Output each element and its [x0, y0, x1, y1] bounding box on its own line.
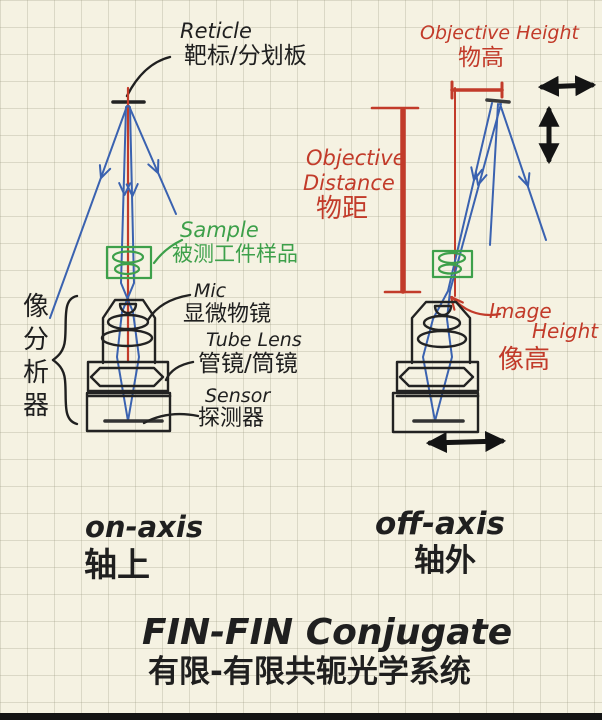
microscope-body-offaxis — [391, 300, 480, 434]
image-height-label-zh: 像高 — [498, 345, 551, 375]
on-axis-system — [49, 55, 200, 433]
reticle-label-en: Reticle — [180, 19, 252, 43]
ray-arrowhead — [98, 164, 112, 179]
objective-lens-1 — [422, 314, 462, 332]
sample-box-offaxis — [431, 249, 474, 279]
ray-arrowhead — [470, 166, 483, 181]
sensor-label-en: Sensor — [205, 385, 271, 407]
on-axis-caption-zh: 轴上 — [84, 545, 150, 584]
microscope-body — [85, 293, 200, 433]
ray-fan — [49, 105, 177, 422]
tube-lens-label-en: Tube Lens — [206, 329, 302, 351]
sample-lens-top — [111, 250, 145, 264]
mic-label-en: Mic — [194, 280, 227, 302]
reticle-leader-line — [125, 55, 172, 98]
red-dimension-marks — [370, 80, 504, 317]
tube-lens-label-zh: 管镜/筒镜 — [198, 351, 298, 377]
reticle-object-offaxis — [485, 98, 511, 104]
page-bottom-edge — [0, 713, 602, 720]
ray-arrowhead — [474, 171, 488, 186]
off-axis-system — [370, 75, 597, 454]
sample-outline — [431, 249, 474, 279]
ray-fan-offaxis — [422, 102, 547, 422]
ray-outer-right — [128, 105, 177, 215]
ray-inner-right — [116, 106, 135, 422]
sensor-housing — [85, 391, 172, 433]
mic-label-zh: 显微物镜 — [183, 302, 272, 327]
objective-housing — [101, 298, 157, 365]
ray-right-stub — [499, 103, 547, 241]
sensor-housing — [391, 391, 480, 434]
sample-lens-bottom — [113, 262, 141, 276]
ray-arrowhead — [518, 172, 531, 187]
tube-lens-housing — [395, 360, 480, 393]
sample-lens-top — [437, 251, 467, 265]
image-height-label-en-2: Height — [532, 319, 599, 343]
objective-lens-2 — [100, 328, 154, 348]
on-axis-caption-en: on-axis — [85, 510, 204, 544]
tube-lens-leader-line — [164, 360, 195, 382]
image-analyzer-char-2: 分 — [22, 325, 49, 355]
sample-label-en: Sample — [180, 218, 259, 242]
image-height-label-en-1: Image — [489, 299, 552, 323]
image-analyzer-brace — [51, 294, 79, 426]
stage-shift-arrow-icon — [425, 430, 507, 454]
image-analyzer-vertical-label: 像 分 析 器 — [16, 291, 56, 423]
off-axis-caption-zh: 轴外 — [414, 543, 476, 579]
objective-front-lens — [118, 302, 138, 315]
ray-outer-left — [49, 105, 128, 319]
sample-lens-bottom — [437, 263, 463, 275]
objective-height-label-zh: 物高 — [458, 45, 504, 71]
ray-arrowhead — [147, 159, 160, 174]
image-height-arrowhead — [449, 295, 464, 311]
mic-leader-line — [146, 293, 192, 322]
image-analyzer-char-4: 器 — [22, 391, 49, 421]
ray-chief-left — [422, 102, 493, 422]
page-title-zh: 有限-有限共轭光学系统 — [148, 654, 471, 690]
objective-lens-2 — [416, 329, 468, 349]
ray-arrowhead — [125, 183, 139, 197]
objective-housing — [410, 300, 472, 365]
horizontal-shift-arrow-icon — [537, 75, 597, 97]
sample-outline — [105, 245, 153, 280]
image-analyzer-char-3: 析 — [22, 358, 49, 388]
tube-lens-element — [398, 366, 475, 388]
reticle-label-zh: 靶标/分划板 — [184, 43, 307, 69]
sensor-label-zh: 探测器 — [198, 406, 265, 431]
ray-middle — [489, 103, 499, 246]
tube-lens-element — [89, 366, 165, 388]
objective-distance-label-en-2: Distance — [303, 171, 395, 195]
objective-height-label-en: Objective Height — [420, 22, 579, 44]
ray-chief-right — [434, 103, 502, 422]
objective-distance-label-zh: 物距 — [316, 194, 369, 224]
sample-label-zh: 被测工件样品 — [172, 242, 298, 266]
page-title-en: FIN-FIN Conjugate — [142, 612, 513, 653]
off-axis-caption-en: off-axis — [375, 506, 505, 542]
sample-leader-line — [152, 238, 184, 265]
sample-box — [105, 238, 184, 280]
sensor-leader-line — [142, 412, 200, 425]
shift-arrows — [425, 75, 597, 454]
objective-distance-label-en-1: Objective — [306, 146, 406, 170]
image-analyzer-char-1: 像 — [22, 292, 49, 322]
